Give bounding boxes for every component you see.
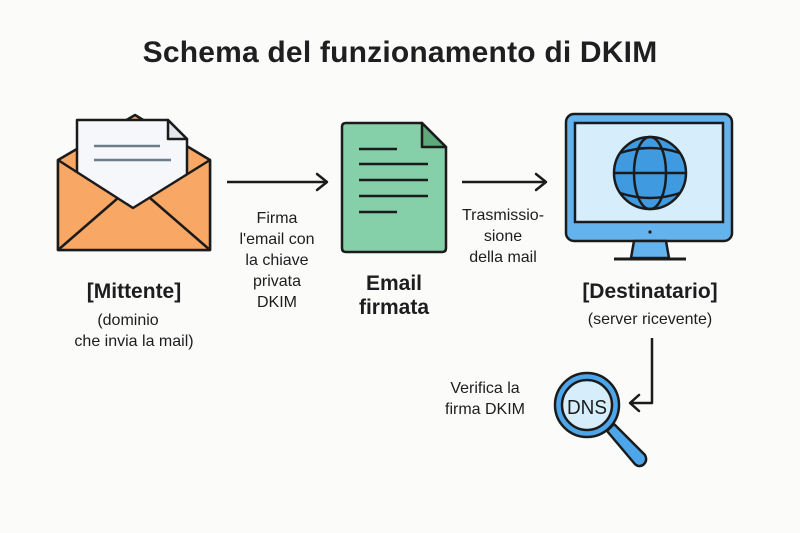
arrow-verify-step [628,338,654,413]
signed-email-title-line: Email [365,272,423,295]
recipient-title: [Destinatario] [582,280,718,303]
step-text-line: l'email con [239,231,315,248]
signed-document-icon [340,121,448,254]
step-text-line: firma DKIM [445,401,525,418]
magnifier-dns-icon: DNS [553,371,648,468]
sender-subtitle: (dominio che invia la mail) [44,310,224,352]
step-sign-text: Firma l'email con la chiave privata DKIM [228,208,326,313]
monitor-icon [564,112,734,261]
sender-title: [Mittente] [86,280,182,303]
step-text-line: privata [252,273,302,290]
envelope-front [56,158,212,252]
arrow-sign-step [227,172,329,192]
step-text-line: Trasmissio- [461,207,545,224]
step-text-line: della mail [469,249,537,266]
signed-email-title: Email firmata [334,272,454,320]
dns-badge-text: DNS [567,397,607,419]
sender-subtitle-line: che invia la mail) [74,333,194,350]
step-text-line: DKIM [257,294,297,311]
step-transmission-text: Trasmissio- sione della mail [450,205,556,268]
step-text-line: sione [483,228,523,245]
recipient-subtitle: (server ricevente) [587,311,713,328]
step-text-line: la chiave [245,252,309,269]
sender-subtitle-line: (dominio [97,312,159,329]
arrow-transmission-step [462,172,548,192]
globe-icon [612,135,688,211]
step-text-line: Verifica la [450,380,520,397]
step-text-line: Firma [256,210,298,227]
signed-email-title-line: firmata [358,296,430,319]
step-verify-text: Verifica la firma DKIM [430,378,540,420]
page-title: Schema del funzionamento di DKIM [142,36,658,69]
envelope-icon [56,113,212,252]
